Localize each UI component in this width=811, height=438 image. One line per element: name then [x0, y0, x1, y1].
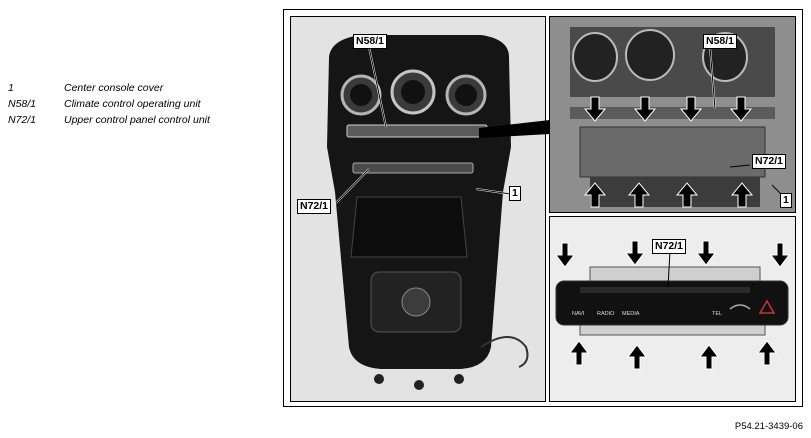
tel-button-label: TEL [712, 311, 723, 317]
radio-button-label: RADIO [597, 311, 615, 317]
media-button-label: MEDIA [622, 311, 640, 317]
legend-value: Upper control panel control unit [64, 114, 210, 126]
legend-key: N58/1 [8, 98, 37, 110]
callout-1-main: 1 [509, 186, 521, 201]
legend-row: N58/1 Climate control operating unit [8, 96, 210, 112]
callout-n72-detail: N72/1 [752, 154, 787, 169]
legend-value: Center console cover [64, 82, 164, 94]
callout-n58-main: N58/1 [353, 34, 388, 49]
dash-opening-photo: N58/1 N72/1 1 [549, 16, 796, 213]
figure-frame: N58/1 N72/1 1 [283, 9, 803, 407]
center-console-illustration [327, 35, 529, 390]
nav-button-label: NAVI [572, 311, 585, 317]
document-code: P54.21-3439-06 [734, 421, 803, 432]
callout-n72-unit: N72/1 [652, 239, 687, 254]
legend-key: N72/1 [8, 114, 37, 126]
legend: 1 Center console cover N58/1 Climate con… [8, 80, 210, 128]
control-unit-photo: N72/1 NAVI RADIO MEDIA TEL [549, 216, 796, 402]
legend-key: 1 [8, 82, 14, 94]
callout-n58-detail: N58/1 [703, 34, 738, 49]
callout-n72-main: N72/1 [297, 199, 332, 214]
dash-opening-illustration [550, 17, 795, 212]
center-console-photo: N58/1 N72/1 1 [290, 16, 546, 402]
legend-row: 1 Center console cover [8, 80, 210, 96]
legend-row: N72/1 Upper control panel control unit [8, 112, 210, 128]
legend-value: Climate control operating unit [64, 98, 201, 110]
callout-1-detail: 1 [780, 193, 792, 208]
control-unit-illustration [550, 217, 795, 401]
